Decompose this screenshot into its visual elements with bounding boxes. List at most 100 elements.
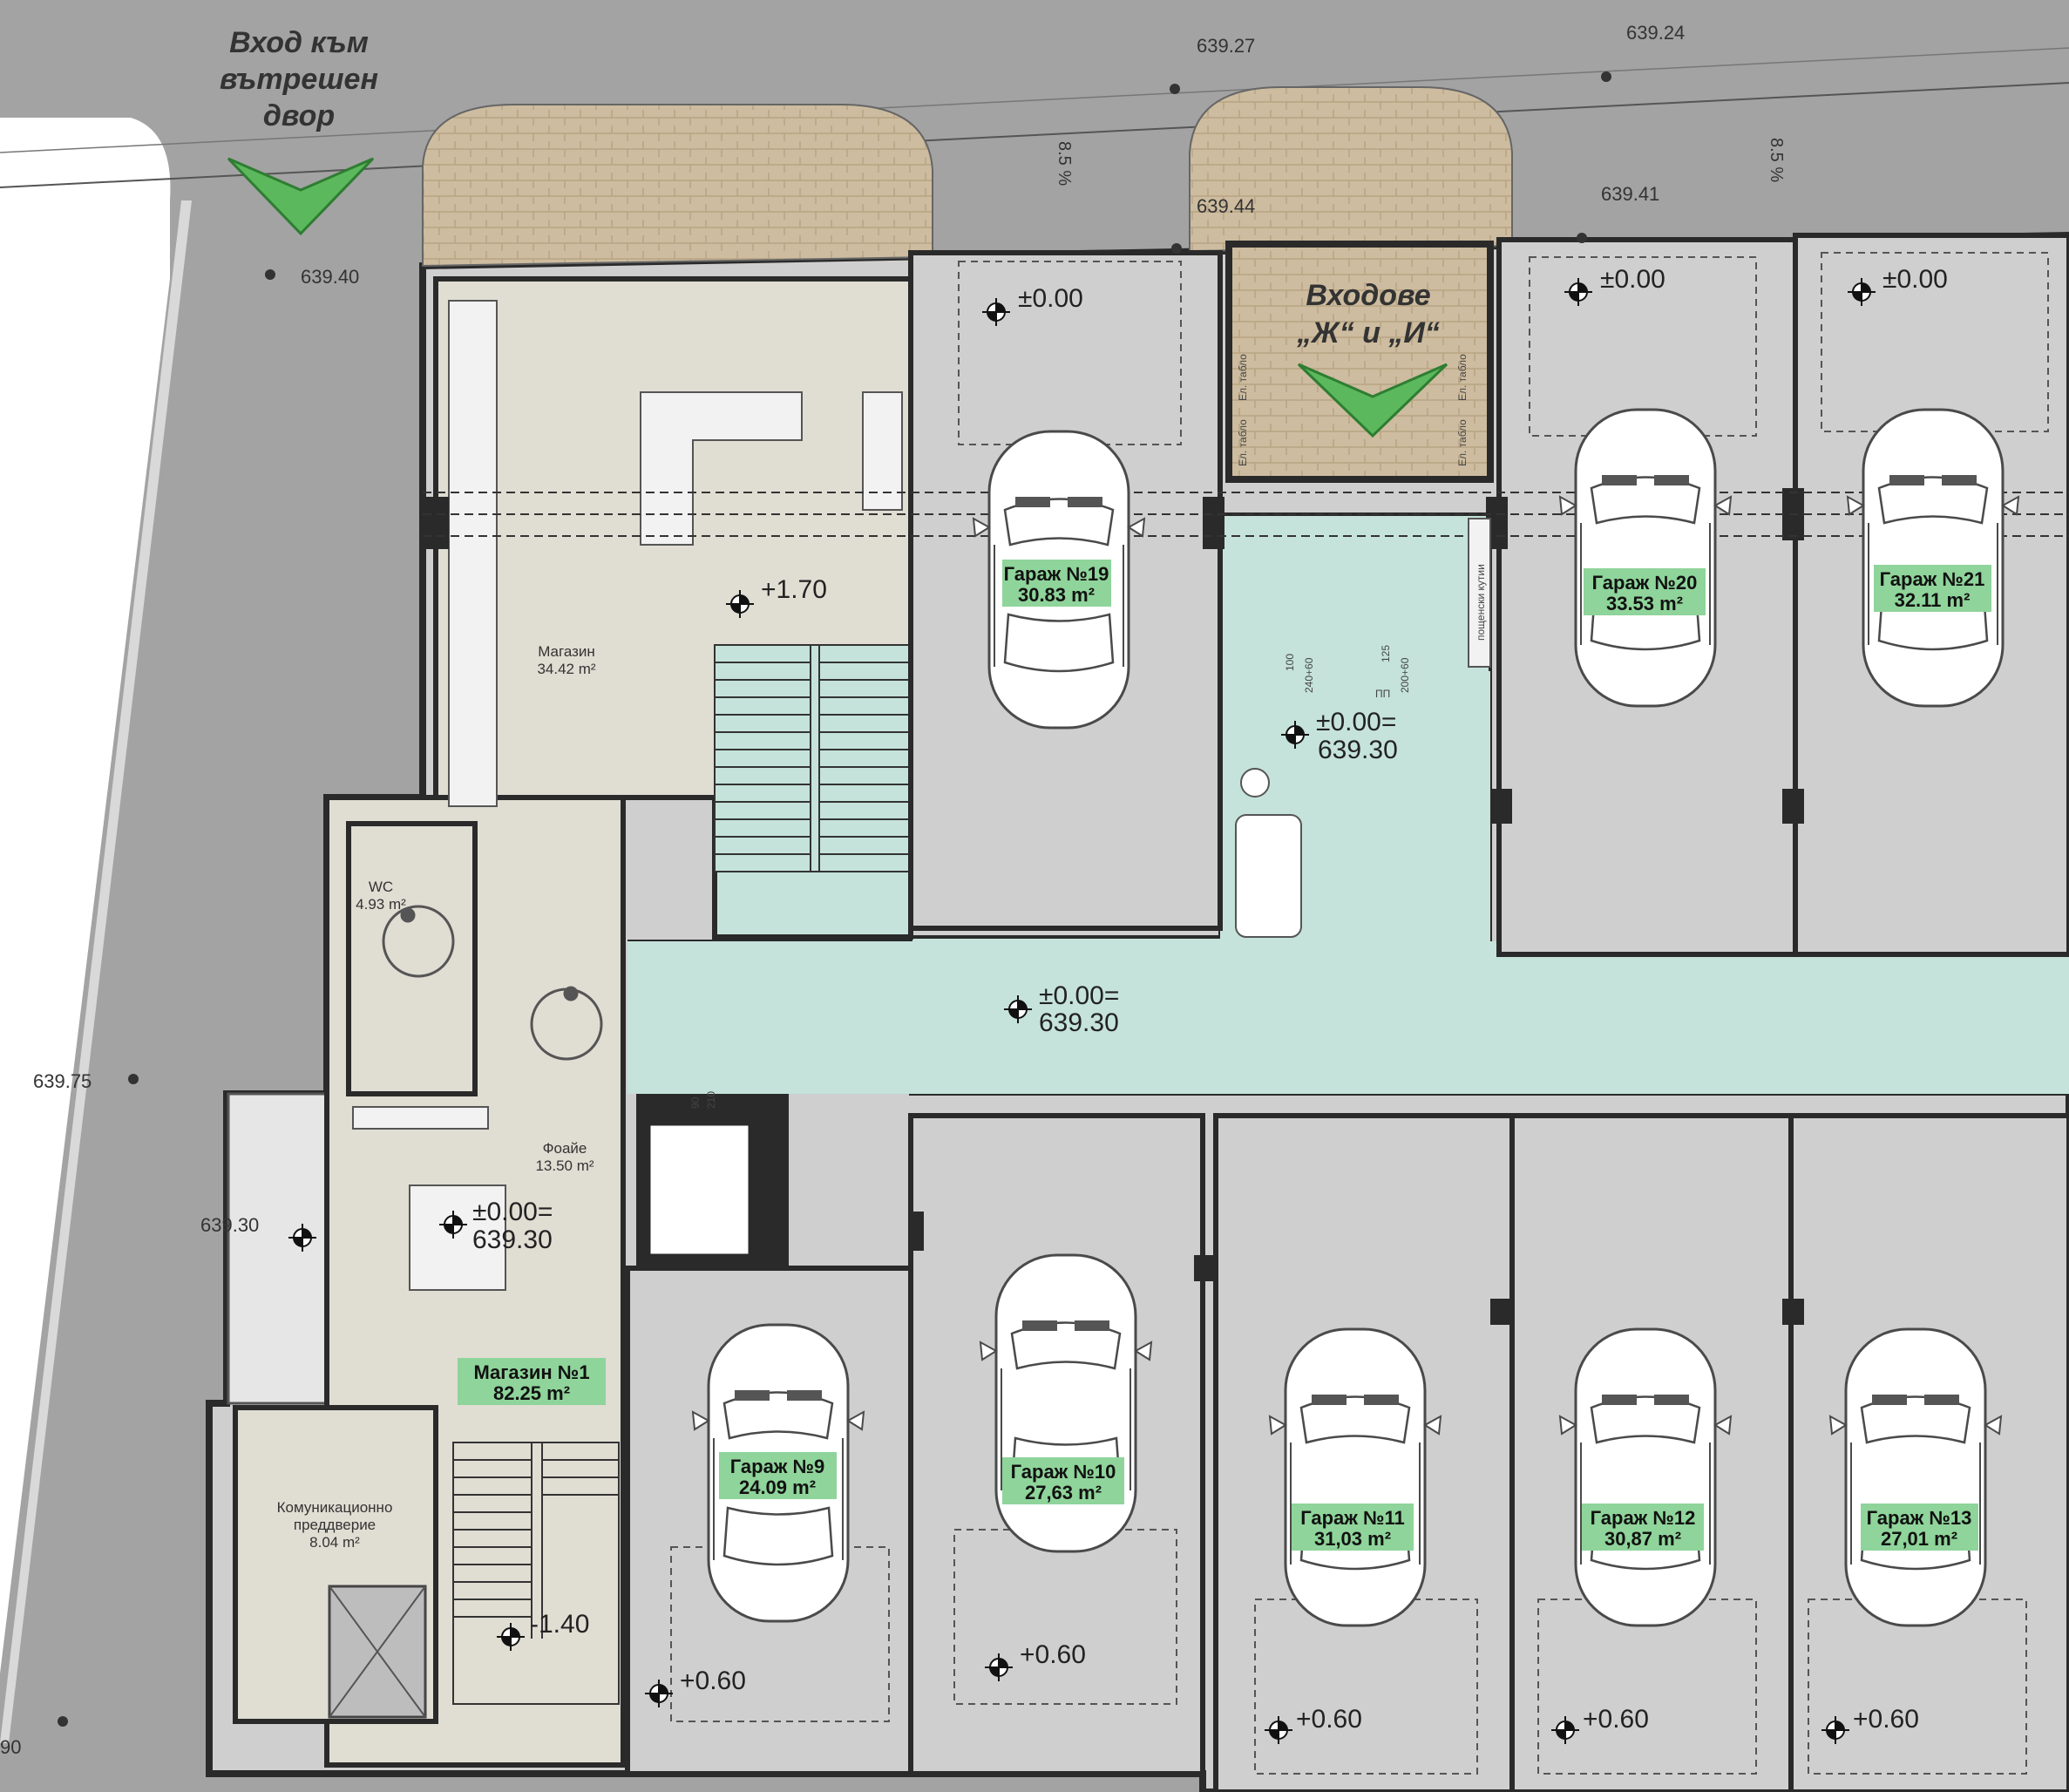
entrance-vestibule [1225,241,1494,483]
garage-19-name: Гараж №19 [1004,563,1109,585]
road-edge-line [0,47,2069,153]
elevation-label: ±0.00 [1882,265,1948,294]
road-level: 639.24 [1626,22,1685,44]
panel-mark: Ел. табло [1237,354,1249,401]
panel-mark: Ел. табло [1456,419,1469,466]
courtyard-entrance-title: двор [263,99,335,132]
road-level: 639.41 [1601,183,1659,205]
garage-19-area: 30.83 m² [1018,584,1095,606]
room-name: Фоайе [543,1140,587,1157]
table-icon [1240,768,1270,798]
sofa [1235,814,1302,938]
elevation-label: ±0.00 [1018,284,1083,313]
elevation-label: ±0.00= [1039,981,1119,1010]
courtyard-paving [422,104,933,268]
road-level: 639.40 [301,266,359,288]
elevation-label: +0.60 [1296,1705,1362,1734]
panel-mark: Ел. табло [1237,419,1249,466]
garage-20-area: 33.53 m² [1606,593,1683,614]
garage-9-area: 24.09 m² [739,1476,816,1498]
panel-mark: Ел. табло [1456,354,1469,401]
garage-21-name: Гараж №21 [1880,568,1985,590]
car-icon [1828,1327,2003,1627]
door-mark: ПП [1375,688,1390,700]
road-level: 639.75 [33,1070,92,1092]
courtyard-entrance-title: Вход към [229,26,369,59]
entrance-arrow-icon [1297,363,1448,438]
door-mark: 210 [705,1091,717,1109]
elevation-label: 639.30 [1039,1008,1119,1037]
room-area: 34.42 m² [537,661,595,677]
door-mark: 100 [1284,654,1296,671]
room-area: 8.04 m² [309,1534,360,1551]
elevation-label: ±0.00= [472,1198,553,1226]
panel-mark: пощенски кутии [1475,564,1487,641]
mailboxes [1468,518,1491,668]
elevation-label: 639.30 [1318,736,1398,764]
counter [352,1106,489,1130]
road-level: 639.27 [1197,35,1255,57]
garage-label-bgs [458,560,1991,1551]
stair-upper [714,644,912,872]
garage-9-name: Гараж №9 [730,1456,825,1477]
wheelchair-icon [382,905,455,978]
garage-10-name: Гараж №10 [1011,1461,1116,1483]
columns [423,488,1804,1325]
shop-name: Магазин №1 [473,1361,589,1383]
room-name: преддверие [294,1517,376,1533]
road-level: 639.44 [1197,195,1255,217]
car-icon [1268,1327,1442,1627]
garage-11-name: Гараж №11 [1300,1507,1405,1529]
road-level: 639.30 [200,1214,259,1236]
corridor-fill [627,941,2069,1094]
sidewalk [0,118,171,1673]
room-name: Магазин [538,643,595,660]
door-mark: 240+60 [1303,657,1315,693]
elevation-label: +1.70 [761,575,827,604]
shelf [448,300,498,807]
car-icon [979,1253,1153,1553]
door-mark: 90 [689,1096,702,1109]
lift-cross [329,1585,426,1718]
wc-room [346,821,478,1096]
elevation-label: +0.60 [1853,1705,1919,1734]
outside-shed [227,1092,328,1405]
beam-lines [423,492,2069,537]
block-entrance-title: Входове [1306,279,1430,312]
door-mark: 200+60 [1399,657,1411,693]
room-area: 4.93 m² [356,896,406,913]
car-icon [1558,408,1733,708]
garage-11-area: 31,03 m² [1314,1528,1391,1550]
elevation-label: -1.40 [530,1610,589,1639]
courtyard-arrow-icon [227,157,375,236]
reception-desk [640,391,803,546]
garage-21-area: 32.11 m² [1895,589,1971,611]
car-icon [1846,408,2020,708]
elevation-label: ±0.00= [1316,708,1396,736]
door-mark: 125 [1380,645,1392,662]
slope-label: 8.5 % [1767,138,1786,182]
elevation-label: +0.60 [680,1666,746,1695]
garage-20-name: Гараж №20 [1592,572,1698,594]
garage-13-name: Гараж №13 [1867,1507,1972,1529]
garage-10-area: 27,63 m² [1025,1482,1102,1504]
room-name: WC [369,879,393,895]
cabinet [862,391,903,511]
curb-strip [0,200,192,1743]
shop-area-value: 82.25 m² [493,1382,570,1404]
garage-12-name: Гараж №12 [1591,1507,1696,1529]
room-name: Комуникационно [277,1499,393,1516]
room-area: 13.50 m² [535,1157,594,1174]
courtyard-entrance-title: вътрешен [220,63,378,96]
elevation-label: +0.60 [1020,1640,1086,1669]
elevation-label: 639.30 [472,1225,553,1254]
desk [409,1184,506,1291]
road-level: 90 [0,1736,21,1758]
block-entrance-title: „Ж“ и „И“ [1296,316,1440,350]
elevation-label: ±0.00 [1600,265,1665,294]
car-icon [1558,1327,1733,1627]
elevator-cabin [648,1123,751,1257]
entrance-paving [1189,86,1513,253]
elevation-label: +0.60 [1583,1705,1649,1734]
